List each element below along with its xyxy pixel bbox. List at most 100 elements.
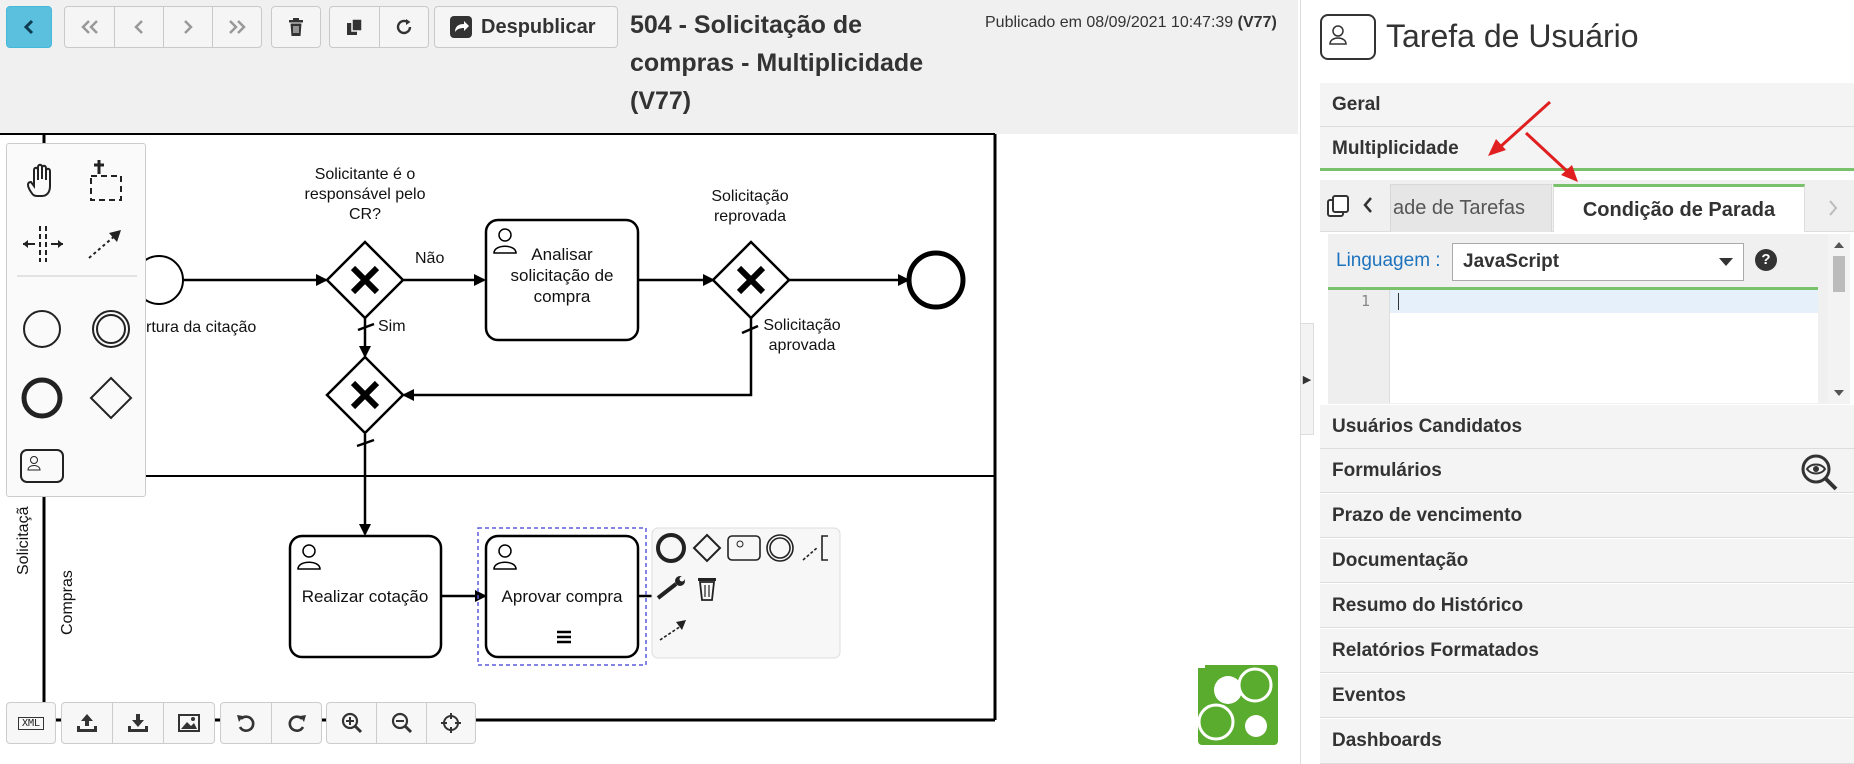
append-gateway-icon[interactable] (692, 533, 722, 563)
text-annotation-icon[interactable] (802, 535, 828, 561)
task-tool-icon[interactable] (20, 449, 64, 483)
redo-icon (288, 715, 306, 732)
gateway-approval[interactable] (711, 240, 791, 320)
append-intermediate-event-icon[interactable] (766, 534, 794, 562)
chevron-right-icon (184, 20, 193, 34)
rejected-label: Solicitação reprovada (711, 188, 789, 225)
fluig-logo (1197, 660, 1278, 745)
trash-icon[interactable] (698, 578, 716, 601)
section-formatted-reports[interactable]: Relatórios Formatados (1320, 629, 1854, 673)
undo-button[interactable] (221, 703, 272, 743)
end-event[interactable] (906, 250, 966, 310)
section-documentation[interactable]: Documentação (1320, 539, 1854, 583)
download-icon (128, 714, 148, 732)
gateway-responsible[interactable] (325, 240, 405, 320)
delete-button[interactable] (271, 6, 321, 48)
navigation-group (64, 6, 262, 48)
wrench-icon[interactable] (656, 576, 685, 600)
section-dashboards[interactable]: Dashboards (1320, 719, 1854, 764)
zoom-in-icon (341, 712, 362, 734)
help-icon[interactable]: ? (1755, 249, 1777, 271)
task-quote[interactable]: Realizar cotação (288, 534, 443, 659)
section-candidate-users[interactable]: Usuários Candidatos (1320, 405, 1854, 449)
global-connect-tool-icon[interactable] (88, 230, 121, 259)
text-cursor (1398, 293, 1399, 310)
tab-stop-condition-label: Condição de Parada (1582, 199, 1776, 221)
zoom-out-icon (391, 712, 412, 734)
lane-label-solicitation: Solicitaçã (15, 506, 32, 575)
unpublish-label: Despublicar (481, 15, 596, 38)
append-task-icon[interactable] (727, 535, 761, 561)
active-line (1390, 290, 1818, 313)
code-gutter (1328, 290, 1390, 403)
copy-icon (346, 18, 363, 35)
refresh-icon (396, 19, 412, 35)
diagram-canvas[interactable] (0, 134, 1298, 764)
undo-redo-group (220, 702, 322, 744)
copy-button[interactable] (330, 7, 380, 47)
double-chevron-left-icon (80, 20, 98, 34)
undo-icon (237, 715, 255, 732)
hand-tool-icon[interactable] (27, 163, 51, 197)
task-analyze[interactable]: Analisar solicitação de compra (484, 218, 640, 342)
section-general[interactable]: Geral (1320, 83, 1854, 127)
download-button[interactable] (113, 703, 164, 743)
upload-button[interactable] (62, 703, 113, 743)
tab-scroll-right[interactable] (1826, 198, 1840, 223)
zoom-out-button[interactable] (377, 703, 427, 743)
tab-task-quantity[interactable]: ade de Tarefas (1390, 184, 1552, 232)
redo-button[interactable] (272, 703, 321, 743)
gateway-tool-icon[interactable] (89, 376, 133, 420)
image-icon (178, 714, 200, 732)
unpublish-button[interactable]: Despublicar (434, 6, 618, 48)
xml-icon: XML (17, 716, 45, 730)
section-forms[interactable]: Formulários (1320, 449, 1854, 493)
published-date: Publicado em 08/09/2021 10:47:39 (985, 14, 1238, 31)
last-version-button[interactable] (213, 7, 261, 47)
line-number: 1 (1360, 292, 1370, 310)
page-title: 504 - Solicitação de compras - Multiplic… (630, 11, 924, 115)
lane-label-purchases: Compras (59, 570, 76, 635)
gateway-question-label: Solicitante é o responsável pelo CR? (305, 166, 426, 223)
append-end-event-icon[interactable] (656, 533, 686, 563)
end-event-tool-icon[interactable] (21, 377, 63, 419)
bpmn-diagram: Solicitaçã Compras rtura da citação Soli… (0, 133, 1278, 745)
eye-search-icon[interactable] (1800, 453, 1840, 498)
intermediate-event-tool-icon[interactable] (92, 310, 130, 348)
lasso-tool-icon[interactable] (90, 160, 122, 201)
rejected-label-text: Solicitação reprovada (711, 188, 789, 225)
xml-button[interactable]: XML (6, 702, 56, 744)
fit-view-button[interactable] (427, 703, 475, 743)
back-button[interactable] (6, 6, 52, 48)
export-image-button[interactable] (164, 703, 214, 743)
chevron-left-icon (134, 20, 143, 34)
multi-instance-icon (557, 630, 571, 644)
trash-icon (289, 18, 303, 36)
connect-icon[interactable] (659, 620, 686, 641)
previous-version-button[interactable] (115, 7, 164, 47)
task-approve[interactable]: Aprovar compra (484, 534, 640, 659)
first-version-button[interactable] (65, 7, 115, 47)
start-event-tool-icon[interactable] (23, 310, 61, 348)
zoom-in-button[interactable] (327, 703, 377, 743)
space-tool-icon[interactable] (23, 226, 63, 262)
section-events[interactable]: Eventos (1320, 674, 1854, 718)
language-label: Linguagem : (1336, 250, 1441, 271)
gateway-merge[interactable] (325, 355, 405, 435)
tab-overflow-menu[interactable] (1326, 193, 1352, 224)
task-quote-label: Realizar cotação (302, 587, 429, 606)
upload-icon (77, 714, 97, 732)
editor-scrollbar[interactable] (1828, 234, 1850, 404)
section-multiplicity[interactable]: Multiplicidade (1320, 127, 1854, 171)
refresh-button[interactable] (380, 7, 428, 47)
start-event-label-text: rtura da citação (146, 319, 256, 336)
section-due-date[interactable]: Prazo de vencimento (1320, 494, 1854, 538)
panel-collapse-toggle[interactable]: ▶ (1300, 323, 1314, 435)
language-select[interactable]: JavaScript (1452, 243, 1744, 281)
tab-scroll-left[interactable] (1360, 193, 1376, 222)
section-history-summary[interactable]: Resumo do Histórico (1320, 584, 1854, 628)
context-pad (651, 527, 841, 659)
next-version-button[interactable] (164, 7, 213, 47)
tab-stop-condition[interactable]: Condição de Parada (1553, 184, 1805, 232)
approved-label-text: Solicitação aprovada (763, 317, 841, 354)
